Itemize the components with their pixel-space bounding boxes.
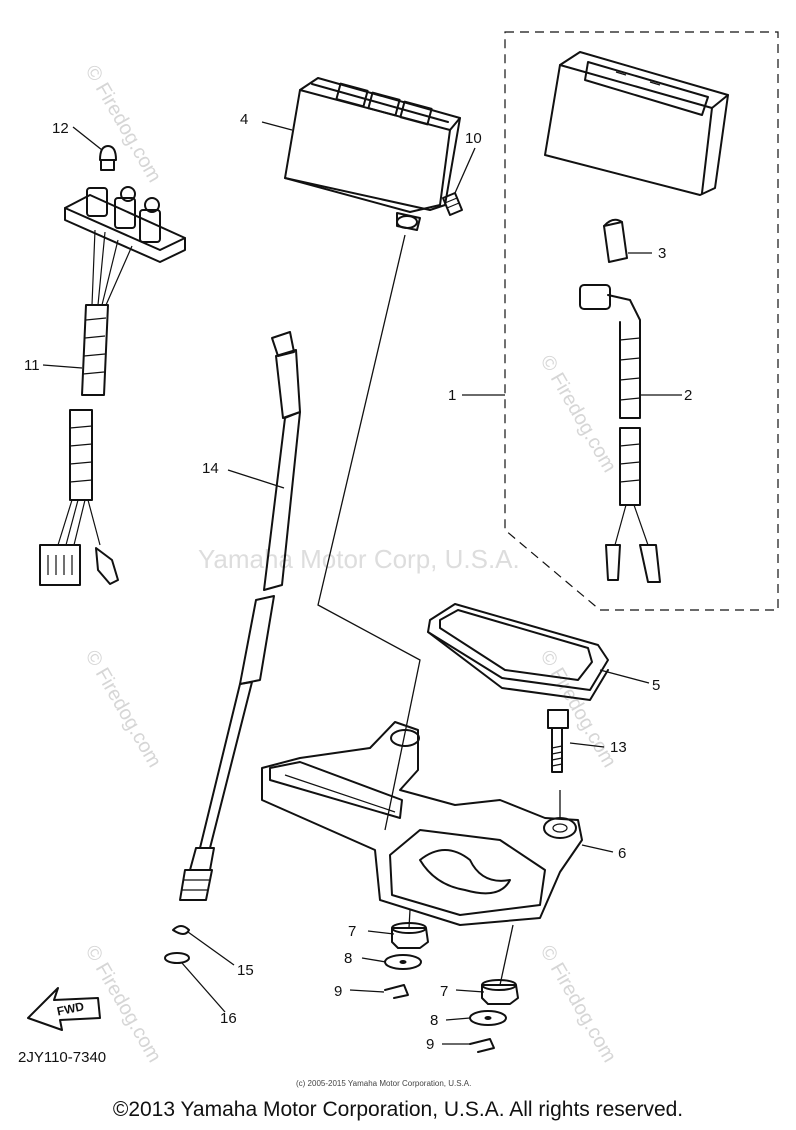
pin-9-upper [384, 984, 409, 999]
bracket-6 [261, 721, 583, 926]
label-part-5: 5 [652, 677, 660, 694]
label-part-9: 9 [334, 983, 342, 1000]
screw-10 [442, 192, 463, 216]
small-copyright: (c) 2005-2015 Yamaha Motor Corporation, … [296, 1079, 471, 1088]
watermark-site: © Firedog.com [81, 647, 166, 772]
lead-2 [579, 284, 661, 583]
label-part-1: 1 [448, 387, 456, 404]
label-part-2: 2 [684, 387, 692, 404]
watermark-site: © Firedog.com [536, 647, 621, 772]
label-part-3: 3 [658, 245, 666, 262]
clip-15 [172, 925, 190, 935]
label-part-6: 6 [618, 845, 626, 862]
meter-housing-4 [284, 77, 461, 231]
grommet-7-upper [391, 922, 429, 949]
label-part-14: 14 [202, 460, 219, 477]
gasket-5 [427, 603, 609, 701]
label-part-7b: 7 [440, 983, 448, 1000]
washer-8-lower [469, 1010, 507, 1026]
watermark-site: © Firedog.com [536, 942, 621, 1067]
grommet-7-lower [481, 979, 519, 1005]
harness-11 [39, 186, 186, 586]
diagram-svg: Yamaha Motor Corp, U.S.A. © Firedog.com … [18, 31, 779, 1088]
washer-16 [164, 952, 190, 964]
speedometer-cable-14 [179, 331, 301, 901]
part-labels: 1 2 3 4 5 6 7 7 8 8 9 9 10 11 12 13 14 1… [24, 111, 692, 1053]
meter-assembly-1 [544, 51, 729, 196]
label-part-8: 8 [344, 950, 352, 967]
diagram-code: 2JY110-7340 [18, 1049, 106, 1066]
bolt-13 [547, 709, 569, 773]
fwd-arrow: FWD [27, 987, 101, 1031]
socket-3 [603, 218, 628, 263]
label-part-13: 13 [610, 739, 627, 756]
fwd-label: FWD [56, 999, 86, 1018]
label-part-7: 7 [348, 923, 356, 940]
watermark-site: © Firedog.com [536, 352, 621, 477]
label-part-10: 10 [465, 130, 482, 147]
watermark-main: Yamaha Motor Corp, U.S.A. [198, 544, 520, 574]
washer-8-upper [384, 954, 422, 970]
pin-9-lower [469, 1038, 495, 1053]
label-part-15: 15 [237, 962, 254, 979]
leader-lines [42, 121, 682, 1045]
label-part-12: 12 [52, 120, 69, 137]
watermark-site: © Firedog.com [81, 62, 166, 187]
label-part-9b: 9 [426, 1036, 434, 1053]
label-part-11: 11 [24, 357, 40, 374]
label-part-16: 16 [220, 1010, 237, 1027]
bulb-12 [99, 145, 117, 171]
label-part-4: 4 [240, 111, 248, 128]
watermark-site: © Firedog.com [81, 942, 166, 1067]
footer-copyright: ©2013 Yamaha Motor Corporation, U.S.A. A… [112, 1098, 684, 1121]
assembly-box [504, 31, 779, 611]
label-part-8b: 8 [430, 1012, 438, 1029]
